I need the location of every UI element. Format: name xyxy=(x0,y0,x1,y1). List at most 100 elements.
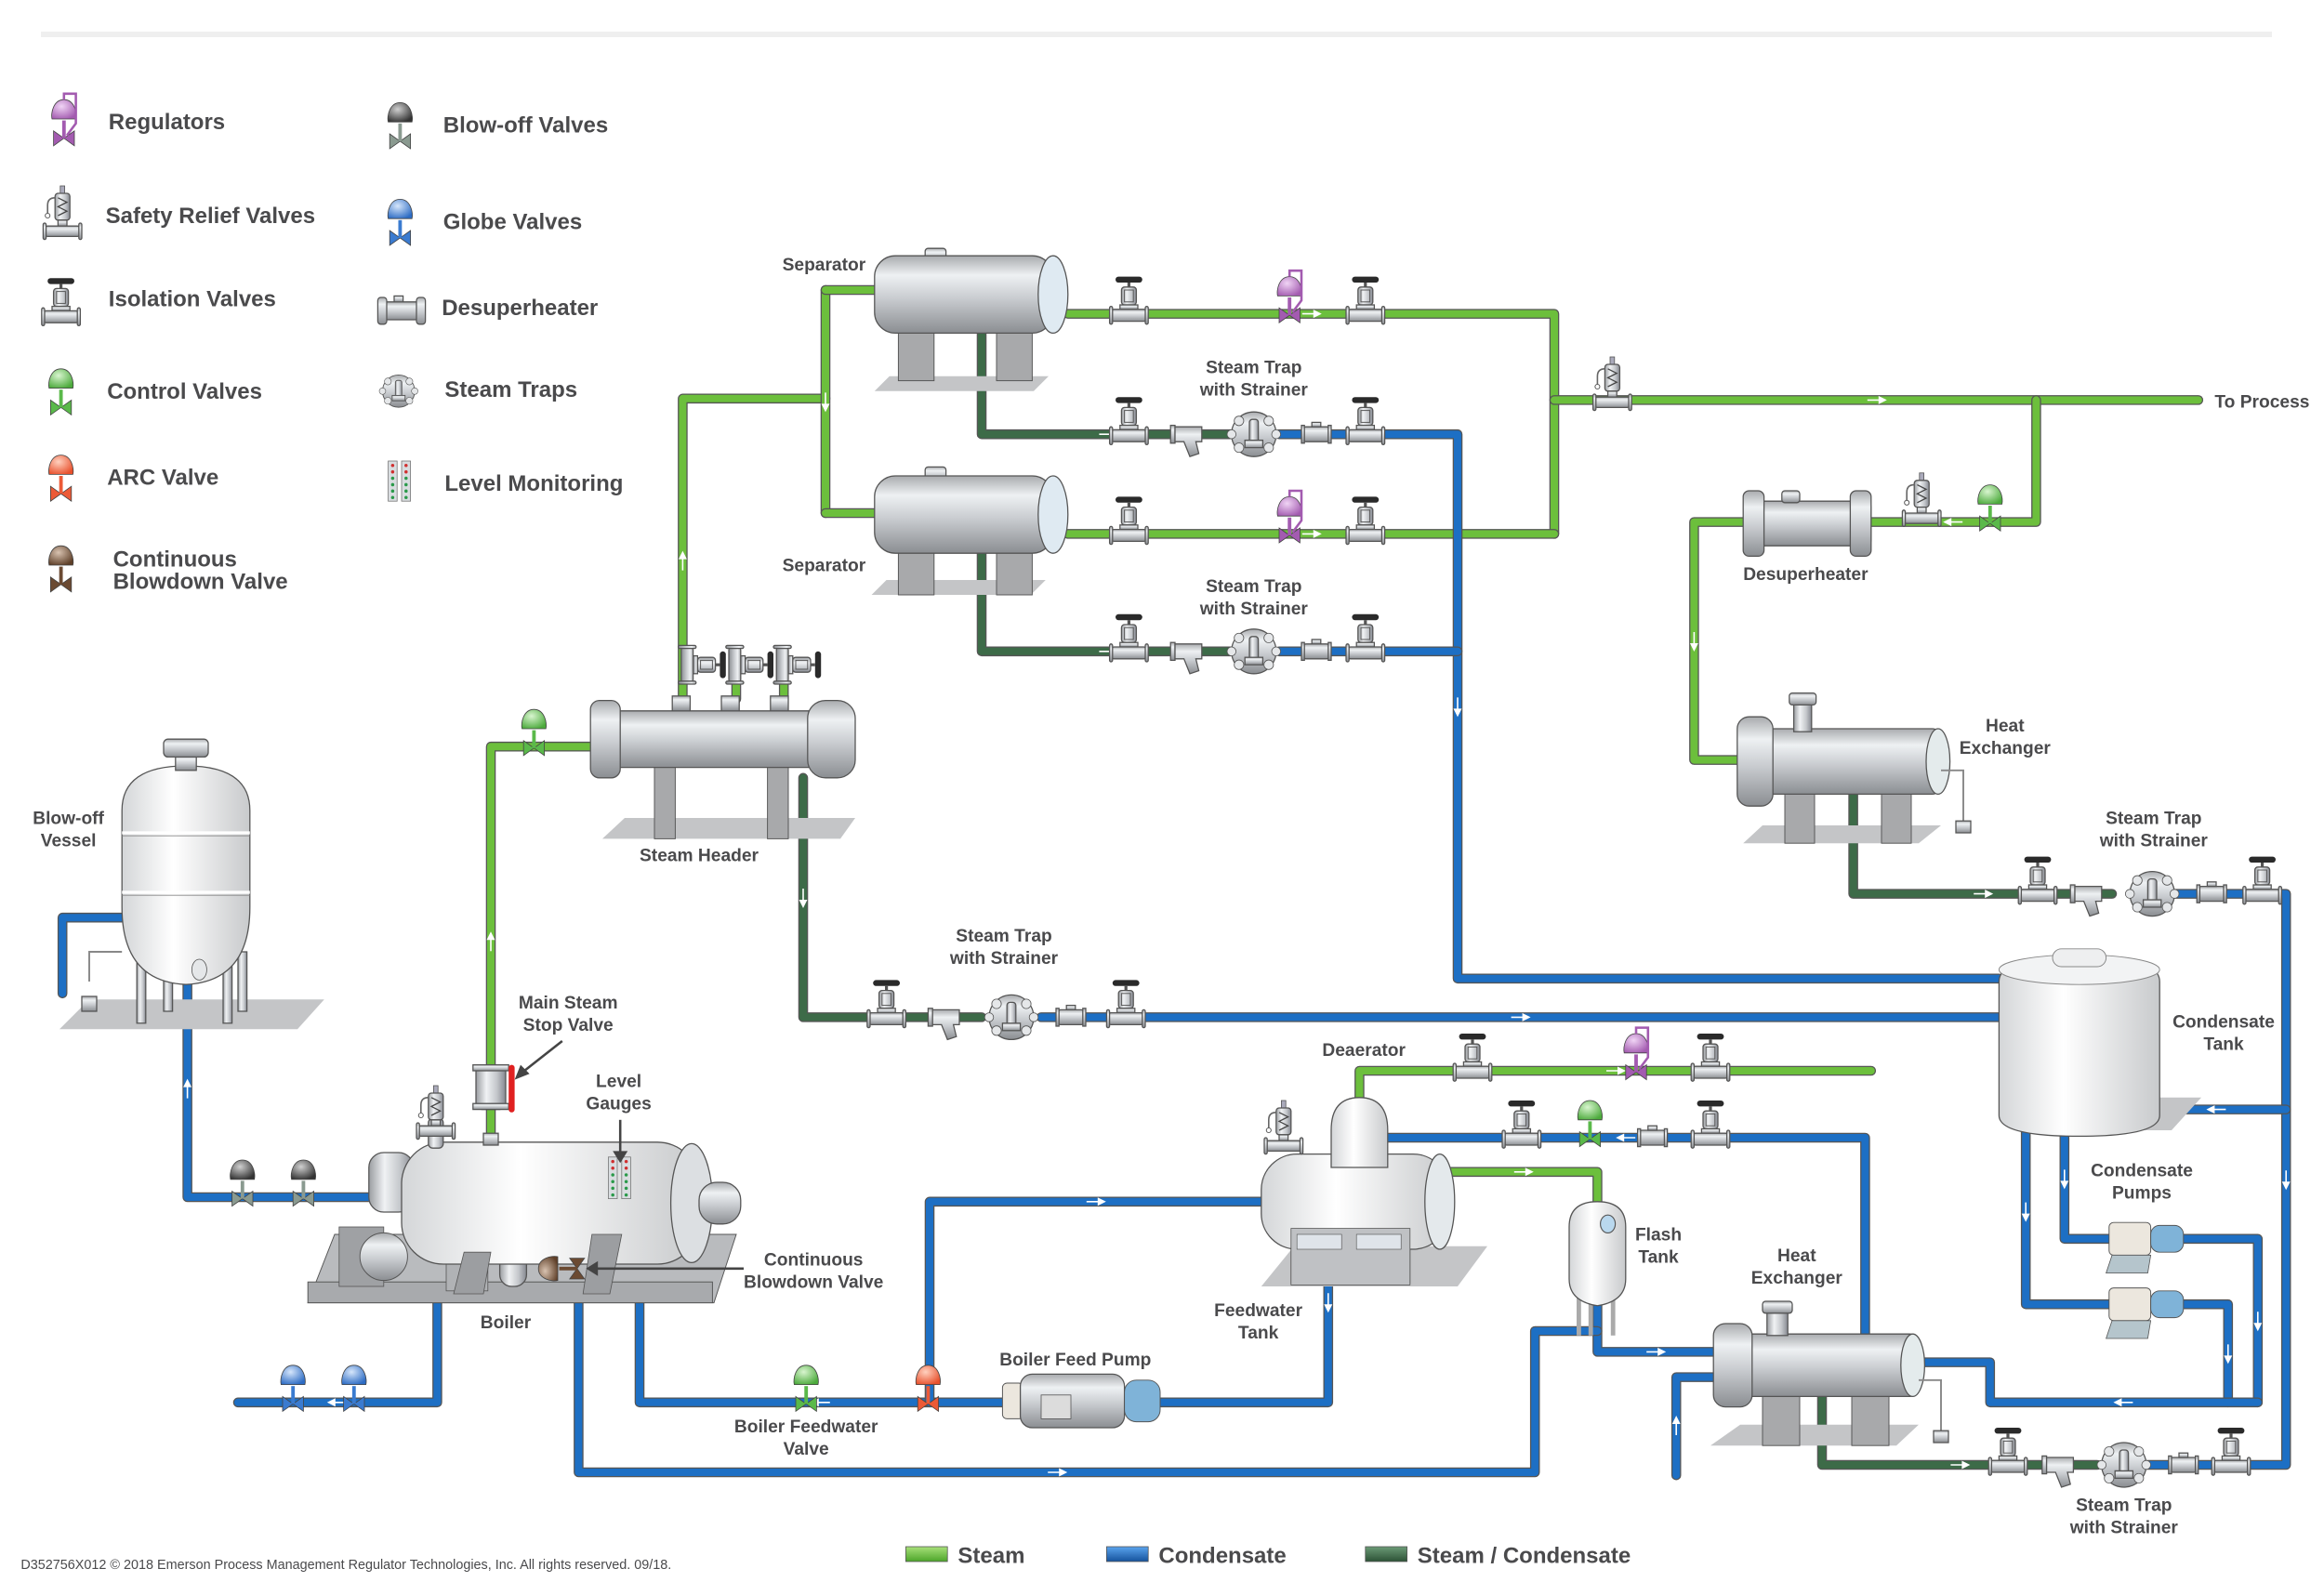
steam-trap[interactable] xyxy=(2096,1442,2152,1488)
pipe-cond-pump-header xyxy=(1915,1358,2262,1406)
blow-off-valve[interactable] xyxy=(290,1159,316,1207)
arc-valve[interactable] xyxy=(915,1364,941,1413)
globe-valve[interactable] xyxy=(341,1364,367,1413)
control-valve[interactable] xyxy=(1977,484,2003,532)
label-main-steam-line2: Stop Valve xyxy=(523,1016,614,1035)
pipe-cond-pump-1-out xyxy=(2179,1234,2262,1406)
flow-arrow xyxy=(1867,395,1887,404)
regulator[interactable] xyxy=(1276,489,1303,544)
steam-trap[interactable] xyxy=(984,994,1039,1041)
flow-arrow xyxy=(2253,1312,2263,1332)
isolation-valve[interactable] xyxy=(1108,396,1149,446)
isolation-valve[interactable] xyxy=(1345,396,1386,446)
isolation-valve[interactable] xyxy=(1501,1100,1542,1149)
pipe-network xyxy=(57,284,2291,1481)
check-valve xyxy=(2168,1452,2199,1475)
blow-off-vessel xyxy=(59,738,324,1030)
isolation-valve[interactable] xyxy=(2211,1427,2251,1476)
label-trap5-line1: Steam Trap xyxy=(2076,1496,2172,1516)
flow-arrow xyxy=(2113,1398,2133,1407)
safety-relief-valve-icon xyxy=(42,185,83,241)
pipe-arc-bypass xyxy=(926,1197,1265,1406)
continuous-blowdown-valve-icon xyxy=(48,545,74,593)
legend-label-cbv-line2: Blowdown Valve xyxy=(113,570,288,595)
isolation-valve[interactable] xyxy=(1108,613,1149,663)
legend-label-safety-relief-valves: Safety Relief Valves xyxy=(106,204,315,229)
condensate-tank xyxy=(1998,948,2201,1138)
isolation-valve[interactable] xyxy=(1108,495,1149,546)
label-condensate-tank-line2: Tank xyxy=(2203,1035,2244,1055)
isolation-valve-icon xyxy=(41,277,82,327)
flow-legend-steam-swatch xyxy=(905,1546,948,1562)
pipe-boiler-blowdown xyxy=(574,1212,1602,1477)
label-trap5-line2: with Strainer xyxy=(2069,1519,2179,1538)
desuperheater xyxy=(1742,490,1872,558)
desuperheater-icon xyxy=(376,295,427,325)
legend-label-desuperheater: Desuperheater xyxy=(442,296,598,321)
flow-arrow xyxy=(1974,890,1994,899)
flow-legend: Steam Condensate Steam / Condensate xyxy=(905,1544,1631,1569)
regulator[interactable] xyxy=(1276,269,1303,323)
isolation-valve[interactable] xyxy=(1452,1033,1493,1082)
main-steam-pointer-arrow xyxy=(520,1039,563,1075)
separator-bottom xyxy=(871,466,1069,596)
globe-valve[interactable] xyxy=(280,1364,306,1413)
blow-off-valve-icon xyxy=(387,102,413,150)
isolation-valve[interactable] xyxy=(1987,1427,2028,1476)
pipe-hx-bottom-to-deaerator xyxy=(1383,1134,1869,1338)
flow-arrow xyxy=(1616,1133,1636,1142)
main-steam-pointer-head xyxy=(514,1064,530,1080)
flow-legend-condensate-swatch xyxy=(1106,1546,1149,1562)
steam-trap-icon xyxy=(378,375,419,408)
legend: Regulators Safety Relief Valves Isolatio… xyxy=(106,110,624,594)
check-valve xyxy=(1636,1125,1669,1148)
steam-trap[interactable] xyxy=(1226,411,1282,457)
label-steam-header: Steam Header xyxy=(640,846,759,865)
blow-off-valve[interactable] xyxy=(230,1159,256,1207)
label-trap2-line1: Steam Trap xyxy=(1206,577,1301,597)
isolation-valve[interactable] xyxy=(1345,495,1386,546)
isolation-valve[interactable] xyxy=(1690,1100,1731,1149)
main-steam-stop-valve[interactable] xyxy=(472,1063,515,1113)
steam-trap[interactable] xyxy=(1226,628,1282,675)
check-valve xyxy=(1301,639,1332,662)
isolation-valve[interactable] xyxy=(1105,979,1146,1029)
regulator[interactable] xyxy=(1623,1026,1650,1081)
control-valve[interactable] xyxy=(1577,1100,1603,1148)
legend-label-arc-valve: ARC Valve xyxy=(107,466,218,491)
legend-label-globe-valves: Globe Valves xyxy=(443,209,582,234)
boiler-safety-relief-valve xyxy=(416,1085,456,1140)
pipe-cond-tank-out-2 xyxy=(2060,1114,2113,1243)
isolation-valve[interactable] xyxy=(2017,855,2058,905)
steam-trap[interactable] xyxy=(2124,870,2180,917)
label-trap2-line2: with Strainer xyxy=(1199,600,1309,619)
isolation-valve[interactable] xyxy=(1690,1033,1731,1082)
heat-exchanger-bottom xyxy=(1710,1300,1949,1446)
label-to-process: To Process xyxy=(2214,392,2309,412)
isolation-valve[interactable] xyxy=(2242,855,2283,905)
isolation-valve[interactable] xyxy=(866,979,907,1029)
continuous-blowdown-valve[interactable] xyxy=(537,1256,586,1282)
isolation-valve[interactable] xyxy=(1345,275,1386,325)
pipe-boiler-to-header xyxy=(487,743,595,1142)
flow-arrow xyxy=(2021,1202,2030,1222)
flow-arrow xyxy=(2060,1169,2069,1190)
flow-legend-steam-label: Steam xyxy=(957,1544,1024,1569)
isolation-valve[interactable] xyxy=(1345,613,1386,663)
level-gauges xyxy=(608,1156,631,1200)
pipe-header-drain xyxy=(799,773,986,1022)
flow-arrow xyxy=(1324,1293,1333,1313)
boiler-feedwater-valve[interactable] xyxy=(793,1364,819,1413)
legend-label-level-monitoring: Level Monitoring xyxy=(444,471,623,496)
label-level-gauges-line1: Level xyxy=(596,1073,641,1092)
check-valve xyxy=(1055,1004,1087,1027)
label-condensate-pumps-line1: Condensate xyxy=(2091,1162,2193,1181)
flow-arrow xyxy=(1048,1468,1068,1477)
control-valve[interactable] xyxy=(521,708,547,757)
condensate-pump-1 xyxy=(2106,1221,2185,1274)
cbv-pointer-head xyxy=(586,1260,599,1276)
label-bfv-line1: Boiler Feedwater xyxy=(734,1417,878,1437)
pipe-cond-tank-out-1 xyxy=(2022,1114,2113,1309)
isolation-valve[interactable] xyxy=(1108,275,1149,325)
